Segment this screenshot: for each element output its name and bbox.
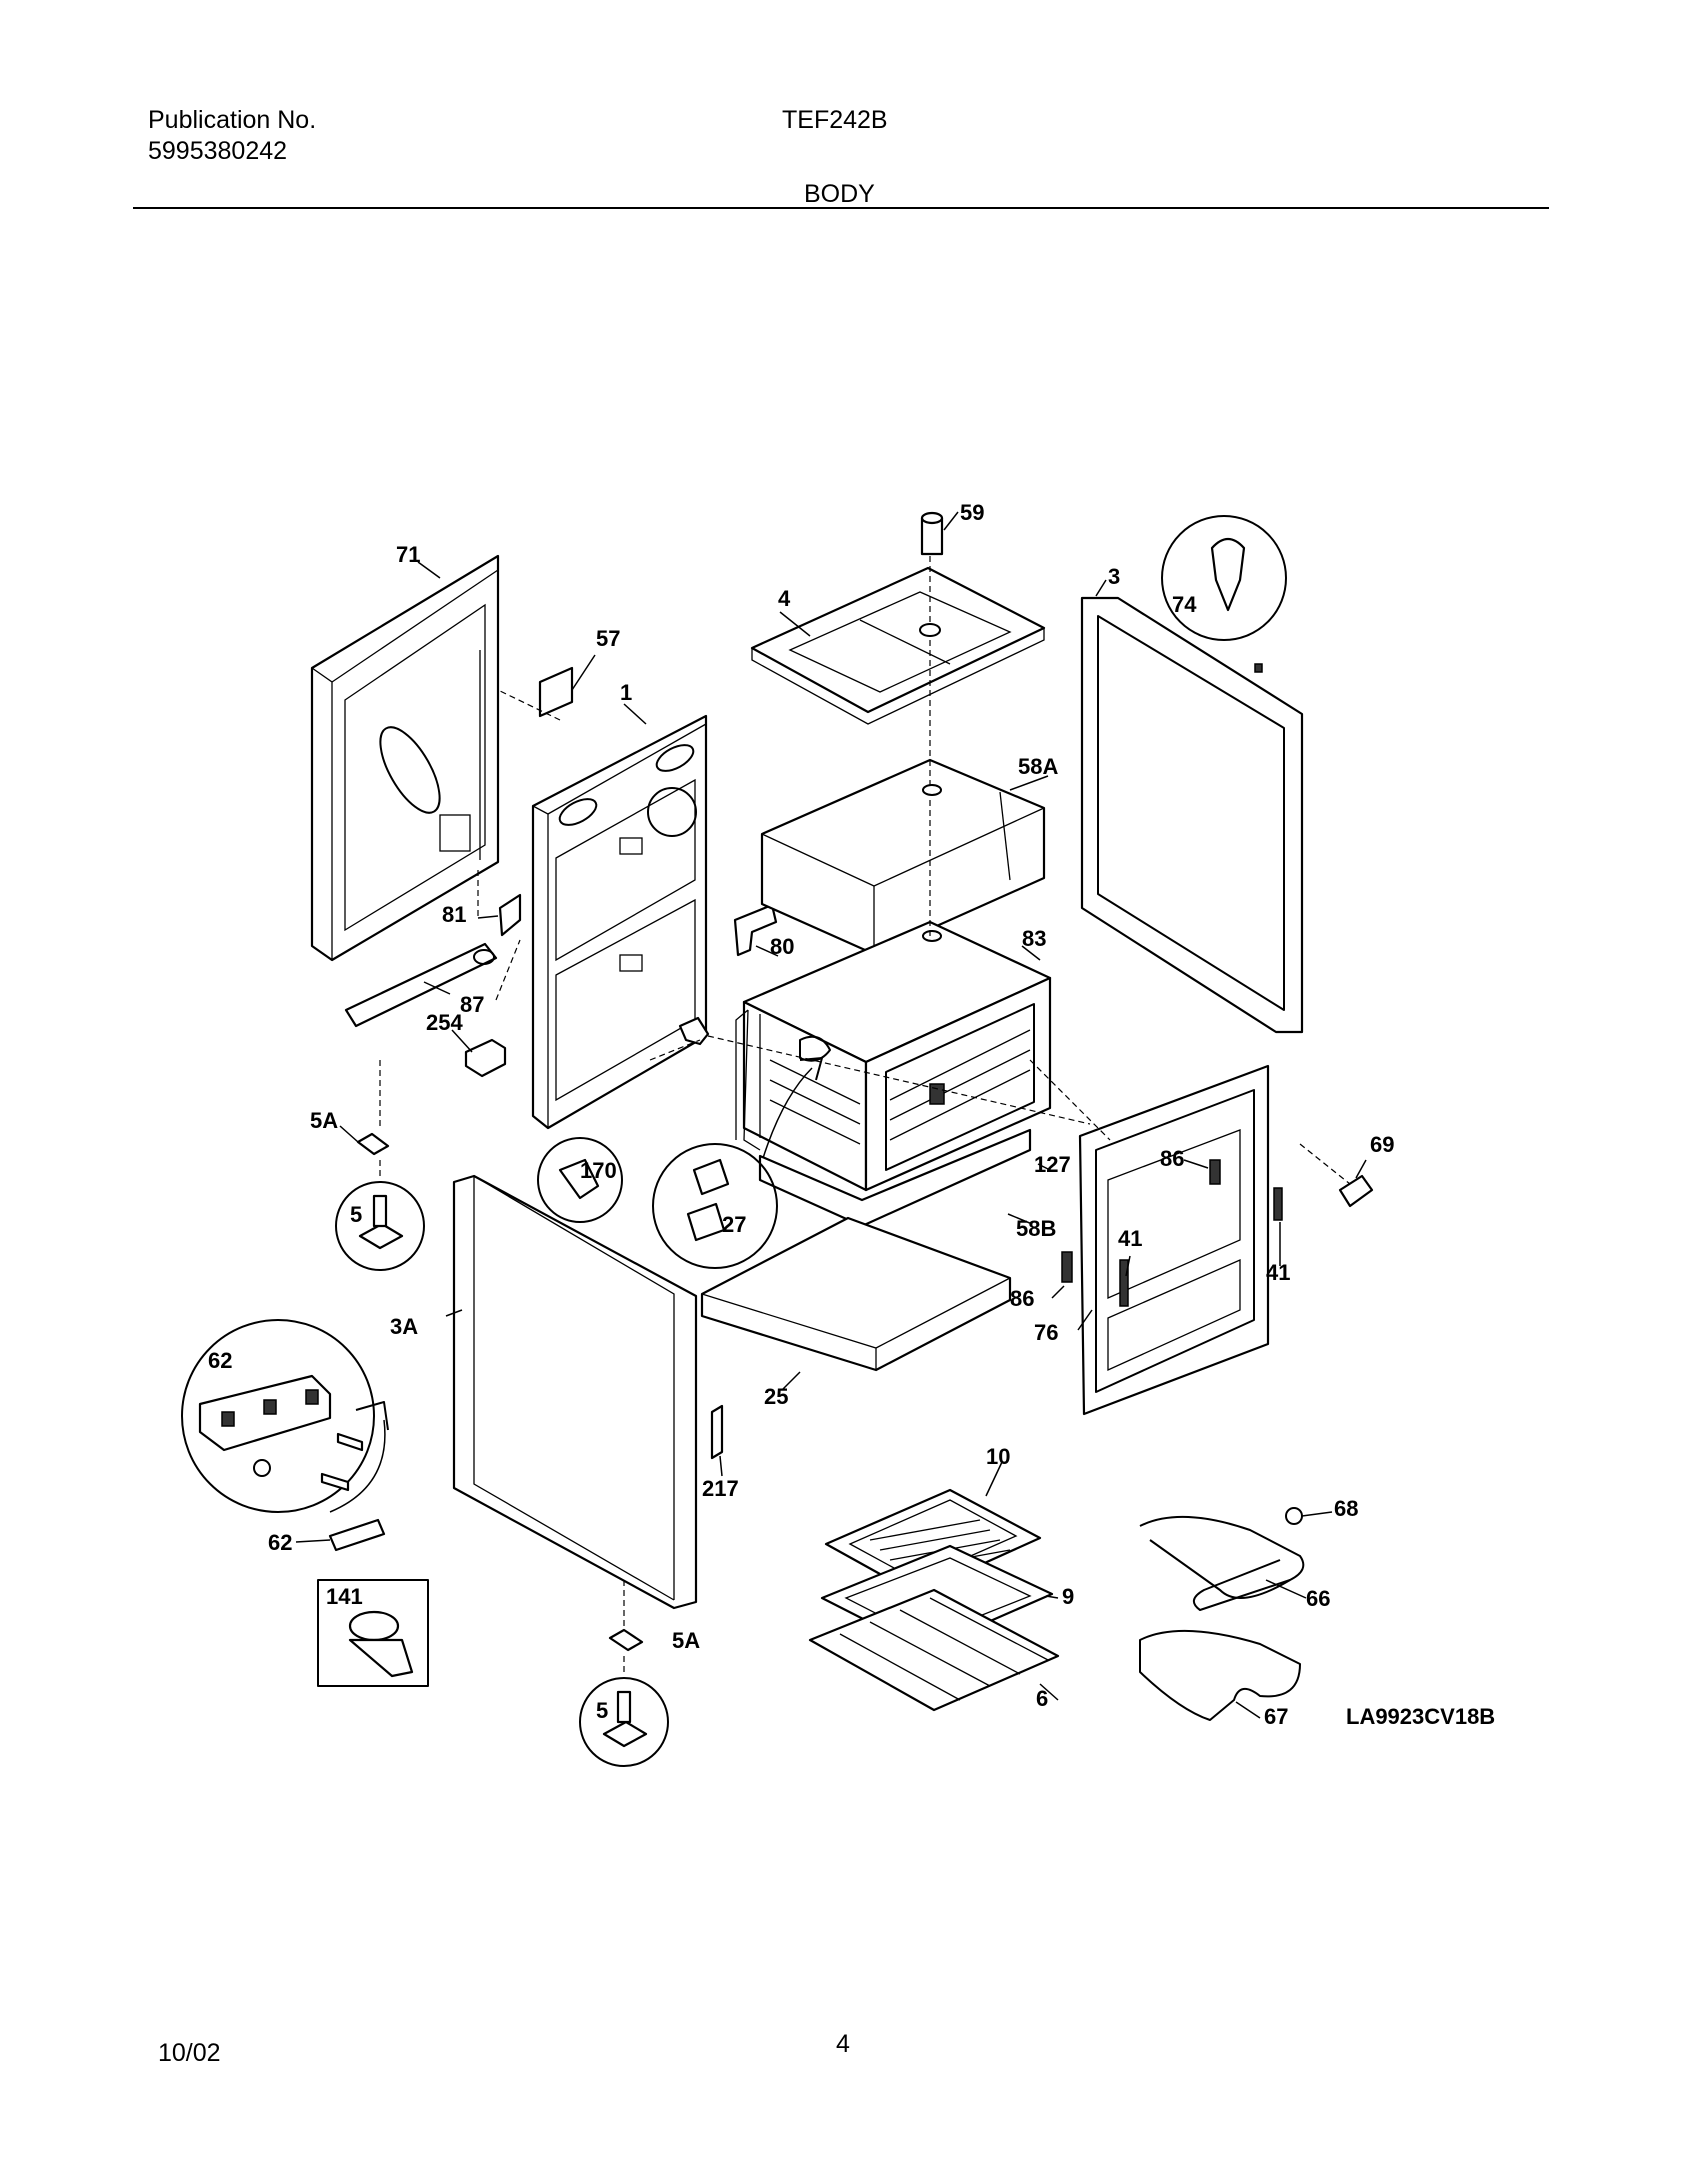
callout-141: 141 [326, 1584, 363, 1609]
callout-labels: 71 57 1 81 87 80 254 5A 5 170 27 3A 62 6… [208, 500, 1495, 1729]
callout-81: 81 [442, 902, 466, 927]
callout-86-lower: 86 [1010, 1286, 1034, 1311]
callout-25: 25 [764, 1384, 788, 1409]
arrow-to-27 [759, 1067, 813, 1169]
part-bake-element [1139, 1507, 1305, 1611]
part-oven-rack [808, 1588, 1060, 1712]
part-front-panel [1061, 1064, 1283, 1416]
publication-label: Publication No. [148, 106, 317, 134]
part-side-panel [452, 1174, 698, 1610]
callout-217: 217 [702, 1476, 739, 1501]
part-62-terminal [328, 1518, 386, 1552]
callout-68: 68 [1334, 1496, 1358, 1521]
callout-86-upper: 86 [1160, 1146, 1184, 1171]
callout-27: 27 [722, 1212, 746, 1237]
callout-1: 1 [620, 680, 632, 705]
callout-59: 59 [960, 500, 984, 525]
part-74-knob-inset [1161, 515, 1287, 673]
leader-lines [295, 511, 1367, 1719]
page-number: 4 [836, 2030, 850, 2058]
callout-41-left: 41 [1118, 1226, 1142, 1251]
callout-62: 62 [268, 1530, 292, 1555]
callout-83: 83 [1022, 926, 1046, 951]
callout-58B: 58B [1016, 1216, 1056, 1241]
part-81-bracket [498, 893, 522, 937]
callout-58A: 58A [1018, 754, 1058, 779]
part-170-bracket-small [678, 1016, 710, 1046]
guide-line [379, 1060, 625, 1676]
part-broil-element [1139, 1629, 1301, 1721]
model-number: TEF242B [782, 106, 888, 134]
callout-62-inset: 62 [208, 1348, 232, 1373]
callout-5A-bottom: 5A [672, 1628, 700, 1653]
part-5-leg-bottom [579, 1677, 669, 1767]
callout-6: 6 [1036, 1686, 1048, 1711]
section-title: BODY [804, 180, 875, 208]
part-insulation-top [760, 758, 1046, 956]
part-57-plate [538, 666, 574, 718]
header-divider [133, 207, 1549, 209]
publication-number: 5995380242 [148, 137, 288, 165]
part-141-inset [317, 1579, 429, 1687]
diagram-code: LA9923CV18B [1346, 1704, 1495, 1729]
callout-5A-top: 5A [310, 1108, 338, 1133]
part-59-pin [920, 511, 944, 556]
callout-9: 9 [1062, 1584, 1074, 1609]
part-27-inset [652, 1143, 778, 1269]
part-back-panel [531, 714, 708, 1130]
footer-date: 10/02 [158, 2039, 221, 2067]
guide-line [649, 1039, 1111, 1141]
callout-10: 10 [986, 1444, 1010, 1469]
part-170-inset [537, 1137, 623, 1223]
part-5-leg-top [335, 1181, 425, 1271]
callout-5-top: 5 [350, 1202, 362, 1227]
part-top-cover [750, 566, 1046, 725]
part-81-grommet [473, 949, 495, 965]
callout-66: 66 [1306, 1586, 1330, 1611]
part-front-frame [1080, 596, 1304, 1034]
part-254-bracket [464, 1038, 507, 1078]
callout-170: 170 [580, 1158, 617, 1183]
callout-74: 74 [1172, 592, 1197, 617]
part-62-terminal-inset [181, 1319, 389, 1513]
callout-71: 71 [396, 542, 420, 567]
callout-5-bottom: 5 [596, 1698, 608, 1723]
part-oven-cavity [735, 920, 1052, 1192]
callout-3A: 3A [390, 1314, 418, 1339]
callout-87: 87 [460, 992, 484, 1017]
part-5A-bottom [608, 1628, 644, 1652]
part-87-strip [344, 942, 498, 1028]
callout-80: 80 [770, 934, 794, 959]
callout-76: 76 [1034, 1320, 1058, 1345]
part-oven-floor [700, 1216, 1012, 1372]
part-69-plug [1338, 1174, 1374, 1208]
callout-254: 254 [426, 1010, 463, 1035]
callout-69: 69 [1370, 1132, 1394, 1157]
part-rear-panel [310, 554, 500, 962]
callout-41-right: 41 [1266, 1260, 1290, 1285]
guide-line [477, 689, 1351, 1185]
callout-127: 127 [1034, 1152, 1071, 1177]
callout-67: 67 [1264, 1704, 1288, 1729]
callout-4: 4 [778, 586, 791, 611]
part-5A-top [356, 1132, 390, 1156]
part-insulation-bottom [758, 1128, 1032, 1228]
callout-3: 3 [1108, 564, 1120, 589]
callout-57: 57 [596, 626, 620, 651]
part-217-bracket [710, 1404, 724, 1460]
